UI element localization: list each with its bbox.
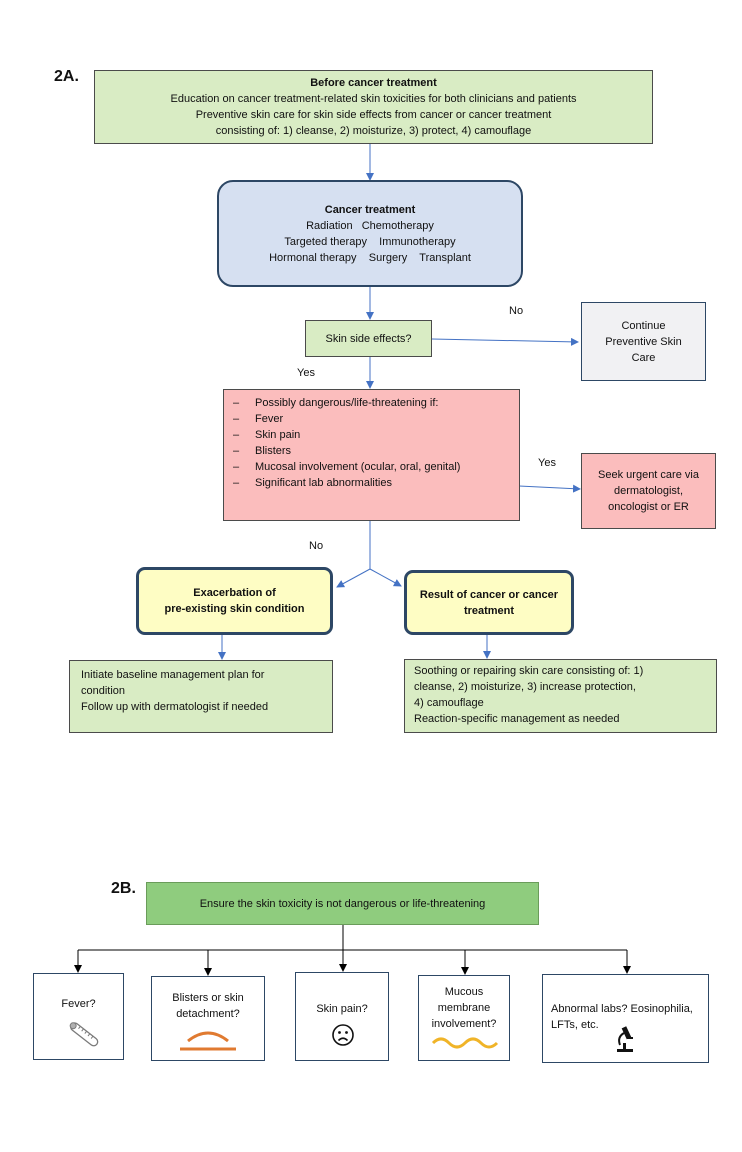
danger-item: Blisters (233, 443, 519, 459)
question-labs-text: LFTs, etc. (551, 1019, 599, 1031)
skin-side-effects-text: Skin side effects? (325, 332, 412, 345)
header-text: Ensure the skin toxicity is not dangerou… (199, 897, 486, 910)
danger-item: Fever (233, 411, 519, 427)
continue-care-line: Continue (621, 319, 666, 332)
before-treatment-line: Education on cancer treatment-related sk… (170, 93, 577, 105)
soothing-line: Soothing or repairing skin care consisti… (414, 665, 644, 677)
danger-item: Significant lab abnormalities (233, 475, 519, 491)
question-blisters-text: Blisters or skin (172, 992, 244, 1004)
question-mucous-text: membrane (437, 1002, 491, 1014)
baseline-line: Follow up with dermatologist if needed (81, 701, 269, 713)
cancer-treatment-line: Targeted therapy Immunotherapy (284, 235, 456, 248)
question-fever-text: Fever? (61, 998, 96, 1010)
blister-icon (180, 1031, 236, 1051)
section-label-2a: 2A. (54, 68, 79, 85)
soothing-line: Reaction-specific management as needed (414, 713, 620, 725)
baseline-line: Initiate baseline management plan for (81, 669, 265, 681)
question-fever: Fever? (33, 973, 124, 1060)
arrow-split-to-exacerbation (336, 568, 371, 588)
sad-face-icon (332, 1024, 354, 1046)
soothing-line: 4) camouflage (414, 697, 484, 709)
before-treatment-line: consisting of: 1) cleanse, 2) moisturize… (215, 125, 532, 137)
yes-label-urgent: Yes (538, 457, 556, 469)
result-of-treatment-box: Result of cancer or cancer treatment (404, 570, 574, 635)
skin-side-effects-question: Skin side effects? (305, 320, 432, 357)
continue-care-line: Care (631, 351, 656, 364)
cancer-treatment-box: Cancer treatment Radiation Chemotherapy … (217, 180, 523, 287)
result-line: treatment (463, 604, 515, 617)
before-treatment-box: Before cancer treatment Education on can… (94, 70, 653, 144)
cancer-treatment-line: Radiation Chemotherapy (306, 219, 434, 232)
arrow-split-to-result (369, 568, 402, 587)
urgent-care-line: oncologist or ER (608, 501, 689, 513)
exacerbation-line: Exacerbation of (193, 587, 276, 599)
question-blisters: Blisters or skin detachment? (151, 976, 265, 1061)
soothing-care-box: Soothing or repairing skin care consisti… (404, 659, 717, 733)
question-mucous-text: involvement? (431, 1018, 497, 1030)
arrow-question-to-continue (431, 337, 579, 346)
question-abnormal-labs: Abnormal labs? Eosinophilia, LFTs, etc. (542, 974, 709, 1063)
arrow-danger-to-urgent (518, 484, 581, 493)
baseline-line: condition (81, 685, 126, 697)
question-blisters-text: detachment? (176, 1008, 240, 1020)
question-mucous-text: Mucous (444, 986, 484, 998)
urgent-care-box: Seek urgent care via dermatologist, onco… (581, 453, 716, 529)
result-line: Result of cancer or cancer (419, 588, 559, 601)
continue-care-box: Continue Preventive Skin Care (581, 302, 706, 381)
question-mucous-membrane: Mucous membrane involvement? (418, 975, 510, 1061)
baseline-plan-box: Initiate baseline management plan for co… (69, 660, 333, 733)
ensure-not-dangerous-header: Ensure the skin toxicity is not dangerou… (146, 882, 539, 925)
urgent-care-line: dermatologist, (613, 485, 684, 497)
no-label-split: No (309, 540, 324, 552)
exacerbation-line: pre-existing skin condition (164, 603, 305, 615)
question-skin-pain: Skin pain? (295, 972, 389, 1061)
danger-item: Mucosal involvement (ocular, oral, genit… (233, 459, 519, 475)
continue-care-line: Preventive Skin (605, 335, 682, 348)
exacerbation-box: Exacerbation of pre-existing skin condit… (136, 567, 333, 635)
wavy-membrane-icon (431, 1037, 499, 1049)
danger-criteria-box: Possibly dangerous/life-threatening if: … (223, 389, 520, 521)
yes-label: Yes (297, 367, 315, 379)
urgent-care-line: Seek urgent care via (598, 469, 699, 481)
no-label: No (509, 305, 524, 317)
question-skin-pain-text: Skin pain? (316, 1003, 368, 1015)
section-label-2b: 2B. (111, 880, 136, 897)
question-labs-text: Abnormal labs? Eosinophilia, (551, 1003, 693, 1015)
microscope-icon (617, 1026, 633, 1052)
thermometer-icon (69, 1022, 99, 1047)
danger-item: Skin pain (233, 427, 519, 443)
soothing-line: cleanse, 2) moisturize, 3) increase prot… (414, 681, 636, 693)
danger-heading: Possibly dangerous/life-threatening if: (233, 395, 519, 411)
before-treatment-line: Preventive skin care for skin side effec… (195, 109, 552, 121)
cancer-treatment-title: Cancer treatment (324, 203, 416, 216)
before-treatment-title: Before cancer treatment (310, 77, 437, 89)
cancer-treatment-line: Hormonal therapy Surgery Transplant (269, 251, 471, 264)
